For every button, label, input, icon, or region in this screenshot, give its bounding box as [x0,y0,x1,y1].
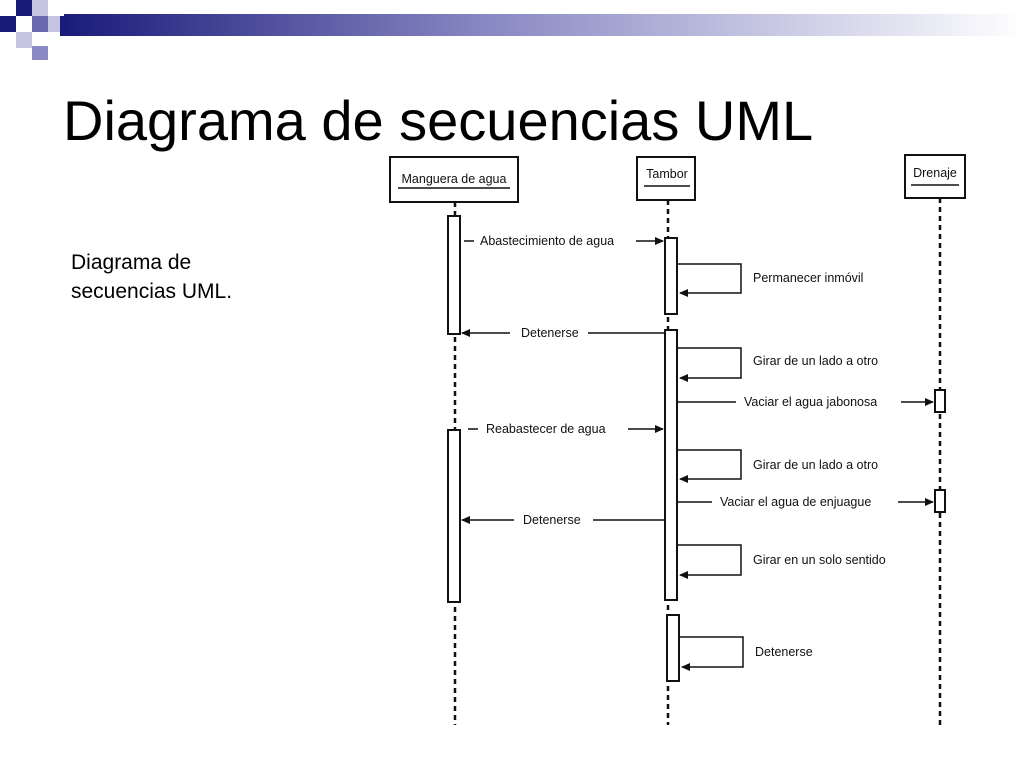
message-label: Girar de un lado a otro [753,354,878,368]
lifeline-label: Drenaje [913,166,957,180]
message-label: Girar de un lado a otro [753,458,878,472]
header-square [32,0,48,16]
message-label: Abastecimiento de agua [480,234,614,248]
slide-bullet-text: Diagrama de secuencias UML. [71,251,233,303]
activation-bar [934,389,946,413]
header-square [16,0,32,16]
lifeline-label: Tambor [646,167,688,181]
header-square [16,32,32,48]
header-square [32,16,48,32]
header-square [48,16,60,32]
message-label: Reabastecer de agua [486,422,606,436]
header-square [32,32,48,48]
header-square [32,46,48,60]
self-message: Detenerse [680,636,813,671]
message-label: Vaciar el agua de enjuague [720,495,871,509]
self-message: Girar en un solo sentido [678,544,886,579]
activation-bar [664,237,678,315]
self-message: Girar de un lado a otro [678,347,878,382]
lifeline-manguera: Manguera de agua [389,156,519,725]
message: Vaciar el agua jabonosa [678,395,934,409]
activation-bar [447,429,461,603]
activation-bar [447,215,461,335]
lifeline-head-box [636,156,696,201]
header-square [16,16,32,32]
message-label: Detenerse [523,513,581,527]
message-label: Detenerse [755,645,813,659]
header-square [48,0,64,16]
message-label: Vaciar el agua jabonosa [744,395,877,409]
message-label: Detenerse [521,326,579,340]
header-decoration [0,0,1024,60]
activation-bar [664,329,678,601]
header-square [0,16,16,32]
self-message: Permanecer inmóvil [678,263,863,297]
message: Detenerse [461,326,665,340]
message: Reabastecer de agua [468,422,664,436]
lifeline-head-box [389,156,519,203]
message-label: Permanecer inmóvil [753,271,863,285]
lifeline-head-box [904,154,966,199]
activation-bar [934,489,946,513]
message: Abastecimiento de agua [464,234,664,248]
header-square [0,0,16,16]
message-label: Girar en un solo sentido [753,553,886,567]
message: Vaciar el agua de enjuague [678,495,934,509]
lifeline-label: Manguera de agua [402,172,507,186]
sequence-diagram: Manguera de agua Tambor Drenaje Abasteci… [378,145,1024,768]
message: Detenerse [461,513,665,527]
lifeline-drenaje: Drenaje [904,154,966,725]
slide-title: Diagrama de secuencias UML [63,89,814,152]
activation-bar [666,614,680,682]
self-message: Girar de un lado a otro [678,449,878,483]
header-gradient-band [60,14,1024,36]
